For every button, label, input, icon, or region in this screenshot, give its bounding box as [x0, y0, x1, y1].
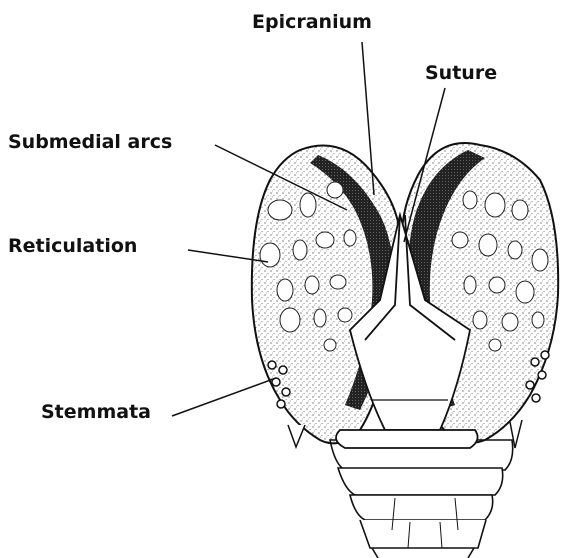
- label-epicranium: Epicranium: [252, 13, 372, 32]
- label-stemmata: Stemmata: [41, 403, 151, 422]
- label-submedial-arcs: Submedial arcs: [8, 133, 172, 152]
- label-suture: Suture: [425, 64, 497, 83]
- label-reticulation: Reticulation: [8, 237, 137, 256]
- thorax-segments: [330, 440, 513, 558]
- leader-stemmata: [172, 378, 276, 416]
